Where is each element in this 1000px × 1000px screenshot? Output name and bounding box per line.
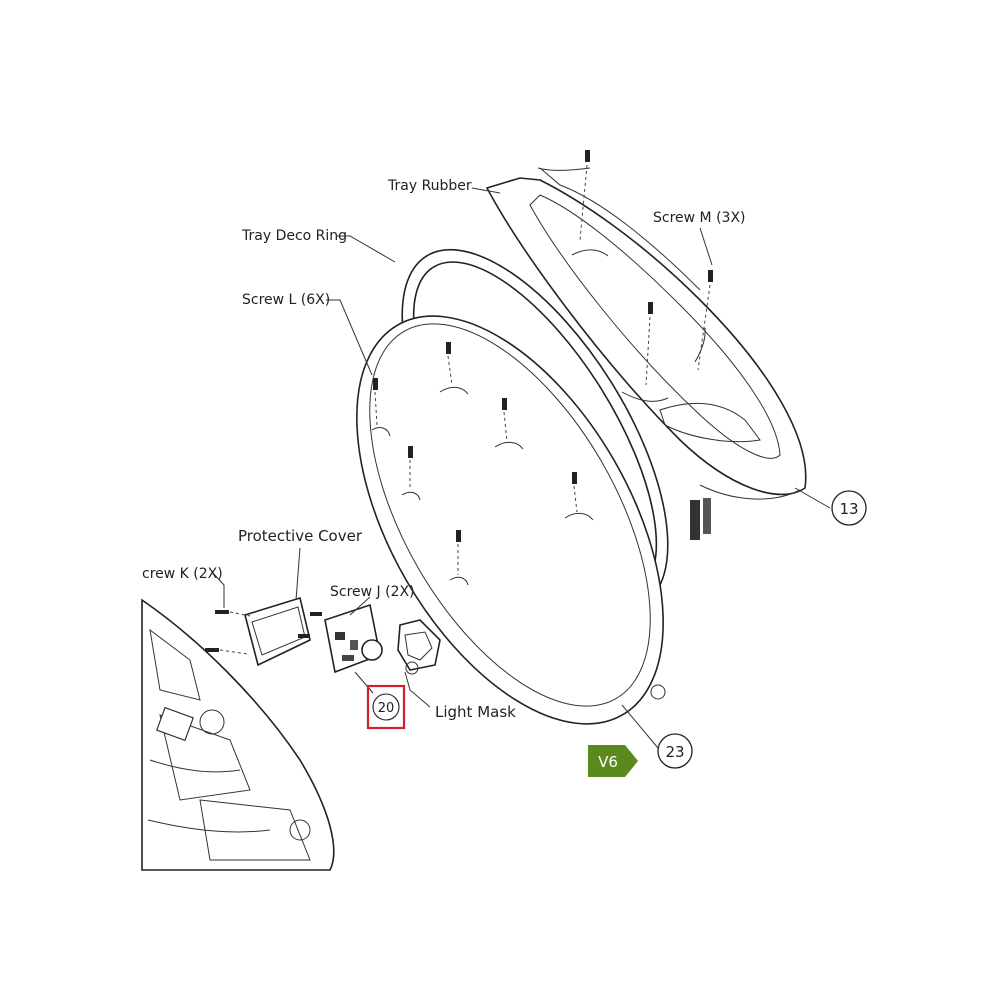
light-mask [397,619,441,675]
leader-lines [211,187,831,749]
callout-23: 23 [657,733,693,769]
base-housing [141,598,335,871]
protective-cover [205,596,311,667]
callout-20: 20 [366,684,406,730]
callout-13-text: 13 [839,500,858,518]
highlight-box [366,684,406,730]
label-screw-k: crew K (2X) [142,566,223,582]
version-tag-text: V6 [598,753,618,771]
base-ring-part-23 [356,315,666,725]
screw-m-group [579,150,713,386]
label-tray-rubber: Tray Rubber [387,178,472,194]
label-screw-m: Screw M (3X) [653,210,746,226]
version-tag: V6 [588,745,638,777]
screw-l-group [373,342,578,575]
label-screw-j: Screw J (2X) [330,584,415,600]
callout-13: 13 [831,490,867,526]
label-light-mask: Light Mask [435,703,516,721]
callout-23-text: 23 [665,743,684,761]
label-protective-cover: Protective Cover [238,527,363,545]
label-screw-l: Screw L (6X) [242,292,330,308]
callout-20-text: 20 [378,701,395,716]
tray-part-13 [485,167,807,540]
label-tray-deco-ring: Tray Deco Ring [241,228,347,244]
pcb-part-20 [298,603,383,674]
